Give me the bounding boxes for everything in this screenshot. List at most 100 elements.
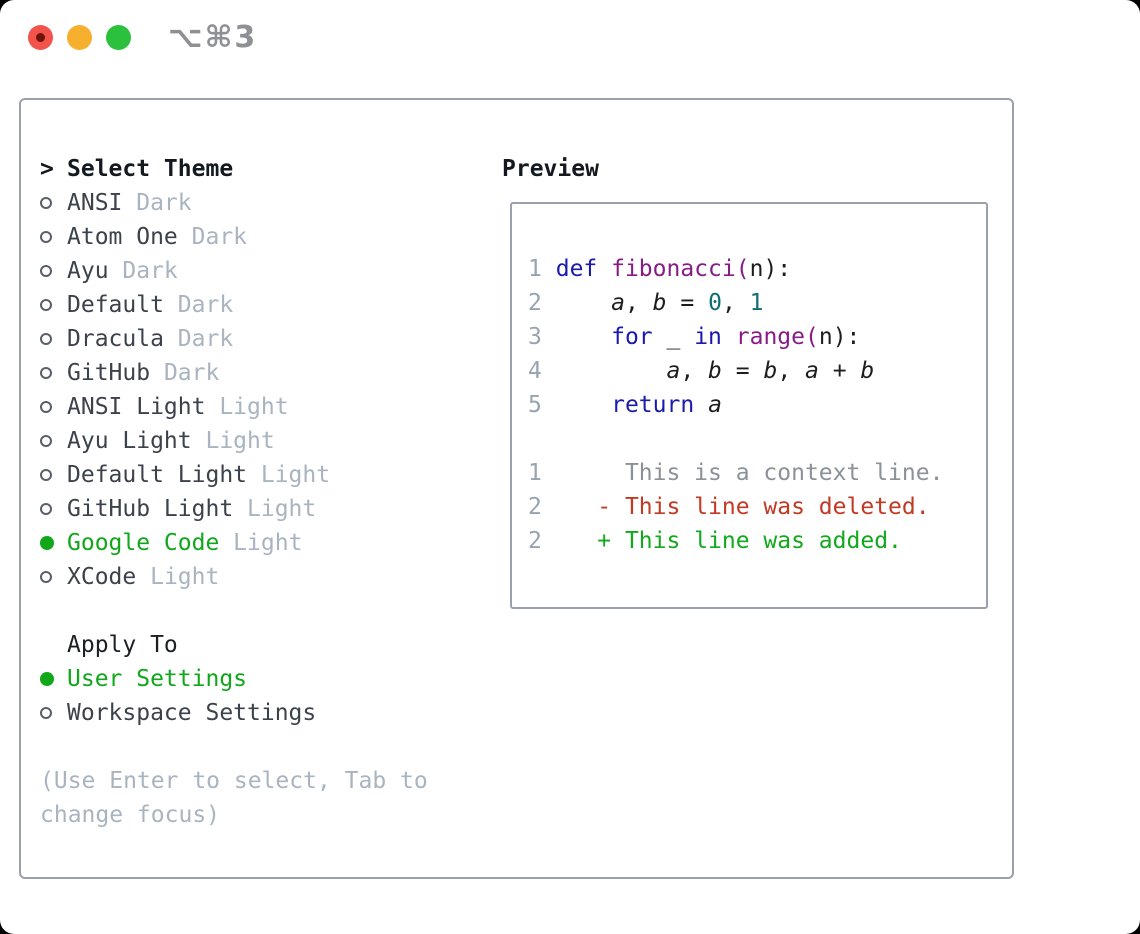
apply-to-title: Apply To	[67, 632, 178, 658]
code-token: fibonacci(	[611, 256, 750, 282]
theme-option-name: Dracula	[67, 326, 164, 352]
theme-option-ansi-light[interactable]: ANSI Light Light	[40, 390, 428, 424]
code-token: a	[805, 358, 819, 384]
theme-option-variant: Dark	[150, 360, 220, 386]
radio-icon	[40, 333, 52, 345]
code-token: + This line was added.	[597, 528, 902, 554]
line-number: 4	[528, 358, 542, 384]
code-token	[694, 392, 708, 418]
line-number: 2	[528, 290, 542, 316]
code-token	[542, 358, 667, 384]
code-token: ,	[680, 358, 709, 384]
help-text: (Use Enter to select, Tab to change focu…	[40, 764, 428, 832]
theme-option-name: XCode	[67, 564, 137, 590]
theme-option-google-code[interactable]: Google Code Light	[40, 526, 428, 560]
code-token: for	[611, 324, 653, 350]
radio-selected-icon	[40, 672, 54, 686]
theme-option-name: GitHub Light	[67, 496, 234, 522]
preview-line: 3 for _ in range(n):	[528, 320, 986, 354]
code-token: n):	[749, 256, 792, 282]
code-token	[542, 494, 597, 520]
line-number: 1	[528, 460, 542, 486]
theme-option-ansi[interactable]: ANSI Dark	[40, 186, 428, 220]
preview-line: 5 return a	[528, 388, 986, 422]
theme-option-name: Google Code	[67, 530, 220, 556]
theme-option-atom-one[interactable]: Atom One Dark	[40, 220, 428, 254]
theme-option-variant: Dark	[163, 326, 234, 352]
theme-option-github[interactable]: GitHub Dark	[40, 356, 428, 390]
radio-icon	[40, 707, 52, 719]
preview-line: 4 a, b = b, a + b	[528, 354, 986, 388]
theme-option-dracula[interactable]: Dracula Dark	[40, 322, 428, 356]
maximize-button-icon[interactable]	[106, 25, 131, 50]
theme-option-variant: Light	[191, 428, 275, 454]
apply-option-user-settings[interactable]: User Settings	[40, 662, 428, 696]
code-token: n):	[818, 324, 861, 350]
cursor-icon: >	[40, 156, 54, 182]
line-number: 1	[528, 256, 542, 282]
code-token: b	[708, 358, 722, 384]
radio-icon	[40, 503, 52, 515]
radio-icon	[40, 469, 52, 481]
theme-option-ayu-light[interactable]: Ayu Light Light	[40, 424, 428, 458]
radio-icon	[40, 197, 52, 209]
theme-option-default-light[interactable]: Default Light Light	[40, 458, 428, 492]
preview-line: 2 a, b = 0, 1	[528, 286, 986, 320]
code-token: _	[652, 324, 695, 350]
code-token: def	[555, 256, 612, 282]
radio-icon	[40, 265, 52, 277]
theme-option-github-light[interactable]: GitHub Light Light	[40, 492, 428, 526]
line-number: 3	[528, 324, 542, 350]
theme-option-name: Ayu Light	[67, 428, 192, 454]
radio-icon	[40, 231, 52, 243]
titlebar: ⌥⌘3	[0, 0, 1140, 75]
theme-option-name: Ayu	[67, 258, 109, 284]
apply-option-workspace-settings[interactable]: Workspace Settings	[40, 696, 428, 730]
code-token: ,	[777, 358, 806, 384]
code-token: +	[818, 358, 861, 384]
theme-option-xcode[interactable]: XCode Light	[40, 560, 428, 594]
code-token: 0	[708, 290, 722, 316]
code-token: - This line was deleted.	[597, 494, 930, 520]
theme-list-header: > Select Theme	[40, 152, 428, 186]
line-number: 2	[528, 494, 542, 520]
code-token: b	[763, 358, 778, 384]
window-title: ⌥⌘3	[168, 20, 258, 55]
code-token: return	[611, 392, 695, 418]
radio-selected-icon	[40, 536, 54, 550]
code-token: in	[694, 324, 722, 350]
theme-option-ayu[interactable]: Ayu Dark	[40, 254, 428, 288]
radio-icon	[40, 299, 52, 311]
close-button-icon[interactable]	[28, 25, 53, 50]
code-token	[722, 324, 736, 350]
code-token: ,	[624, 290, 653, 316]
help-line-1: (Use Enter to select, Tab to	[40, 768, 428, 794]
code-token	[542, 324, 611, 350]
theme-option-name: ANSI	[67, 190, 123, 216]
code-token: a	[611, 290, 625, 316]
code-token: =	[666, 290, 709, 316]
preview-line	[528, 422, 986, 456]
code-token	[542, 528, 597, 554]
preview-line: 2 - This line was deleted.	[528, 490, 986, 524]
preview-title: Preview	[502, 156, 599, 182]
code-token: a	[666, 358, 681, 384]
theme-list-title: Select Theme	[67, 156, 234, 182]
radio-icon	[40, 367, 52, 379]
preview-line: 1 This is a context line.	[528, 456, 986, 490]
code-token: b	[860, 358, 875, 384]
apply-option-label: Workspace Settings	[67, 700, 317, 726]
apply-header-row: Apply To	[40, 628, 428, 662]
theme-option-name: Default	[67, 292, 164, 318]
theme-option-variant: Dark	[122, 190, 192, 216]
code-token: ,	[721, 290, 750, 316]
code-token: b	[652, 290, 667, 316]
minimize-button-icon[interactable]	[67, 25, 92, 50]
theme-option-default[interactable]: Default Dark	[40, 288, 428, 322]
code-token	[542, 256, 556, 282]
